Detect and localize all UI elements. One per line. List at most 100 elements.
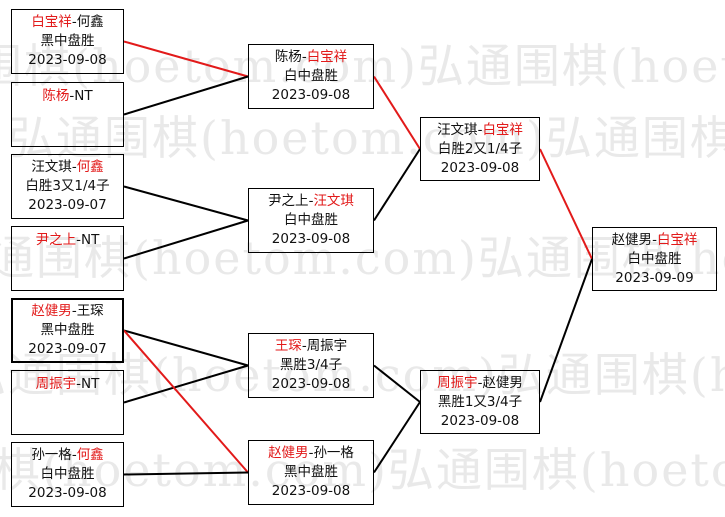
match-result: 白胜2又1/4子	[437, 140, 523, 157]
match-result: 黑中盘胜	[284, 464, 338, 480]
player-1: 孙一格	[31, 447, 72, 463]
match-players: 白宝祥-何鑫	[31, 13, 103, 32]
match-players: 周振宇-NT	[36, 371, 100, 394]
versus-dash: -	[71, 14, 77, 30]
versus-dash: -	[71, 159, 77, 175]
match-players: 赵健男-白宝祥	[612, 231, 698, 250]
versus-dash: -	[652, 231, 657, 248]
player-2: NT	[74, 88, 93, 104]
bracket-connector-r2-2	[373, 148, 421, 222]
player-2: 白宝祥	[306, 49, 348, 65]
player-1: 汪文琪	[31, 159, 72, 175]
bracket-connector-r1-6	[123, 364, 249, 404]
versus-dash: -	[76, 232, 81, 248]
match-date: 2023-09-08	[271, 483, 351, 499]
match-players: 汪文琪-何鑫	[31, 158, 103, 177]
match-players: 尹之上-NT	[36, 227, 100, 250]
match-result: 黑中盘胜	[40, 33, 95, 49]
player-2: NT	[81, 376, 100, 392]
match-players: 王琛-周振宇	[275, 337, 347, 356]
round1-match-6: 周振宇-NT	[11, 370, 124, 435]
match-result: 白中盘胜	[40, 466, 95, 482]
bracket-connector-r1-8	[123, 471, 249, 476]
match-result: 白中盘胜	[627, 250, 682, 267]
versus-dash: -	[71, 303, 77, 319]
player-1: 周振宇	[437, 374, 478, 391]
player-2: 何鑫	[76, 447, 104, 463]
versus-dash: -	[301, 49, 307, 65]
bracket-connector-r2-1	[373, 75, 421, 150]
bracket-connector-r1-2	[123, 75, 249, 116]
bracket-connector-r1-5	[123, 329, 249, 367]
versus-dash: -	[301, 338, 307, 354]
player-1: 赵健男	[611, 231, 653, 248]
match-date: 2023-09-08	[271, 87, 351, 103]
versus-dash: -	[69, 88, 75, 104]
versus-dash: -	[477, 121, 483, 138]
player-2: 王琛	[76, 303, 104, 319]
player-1: 陈杨	[274, 49, 302, 65]
match-players: 尹之上-汪文琪	[268, 192, 354, 211]
player-2: 孙一格	[313, 445, 354, 461]
bracket-connector-r3-2	[539, 258, 593, 403]
match-players: 赵健男-孙一格	[268, 444, 354, 463]
player-2: NT	[81, 232, 100, 248]
match-date: 2023-09-08	[440, 159, 520, 176]
player-1: 王琛	[274, 338, 302, 354]
player-1: 尹之上	[35, 232, 77, 248]
player-2: 汪文琪	[313, 193, 354, 209]
match-result: 黑胜1又3/4子	[437, 393, 523, 410]
match-players: 陈杨-白宝祥	[275, 48, 347, 67]
player-2: 何鑫	[76, 159, 104, 175]
player-1: 周振宇	[35, 376, 77, 392]
player-1: 陈杨	[42, 88, 70, 104]
player-1: 尹之上	[268, 193, 309, 209]
match-players: 周振宇-赵健男	[437, 374, 523, 393]
player-2: 周振宇	[306, 338, 348, 354]
bracket-connector-r2-3	[373, 364, 421, 403]
player-2: 赵健男	[482, 374, 523, 391]
versus-dash: -	[71, 447, 77, 463]
player-1: 赵健男	[268, 445, 309, 461]
versus-dash: -	[308, 193, 314, 209]
versus-dash: -	[308, 445, 314, 461]
player-1: 白宝祥	[31, 14, 72, 30]
player-1: 赵健男	[31, 303, 72, 319]
bracket-connector-r3-1	[539, 148, 593, 260]
bracket-connector-r2-4	[373, 401, 421, 474]
bracket-connector-r1-7	[123, 329, 249, 474]
player-2: 何鑫	[76, 14, 104, 30]
bracket-connector-r1-1	[123, 40, 249, 78]
match-date: 2023-09-07	[28, 341, 107, 357]
player-2: 白宝祥	[656, 231, 698, 248]
round1-match-2: 陈杨-NT	[11, 82, 124, 147]
player-1: 汪文琪	[437, 121, 478, 138]
match-date: 2023-09-08	[28, 485, 107, 501]
match-players: 陈杨-NT	[42, 83, 92, 106]
match-players: 汪文琪-白宝祥	[437, 121, 523, 140]
match-players: 赵健男-王琛	[31, 302, 103, 321]
match-date: 2023-09-08	[271, 376, 351, 392]
round1-match-4: 尹之上-NT	[11, 226, 124, 291]
match-date: 2023-09-08	[28, 52, 107, 68]
match-result: 白胜3又1/4子	[25, 178, 110, 194]
bracket-connector-r1-4	[123, 219, 249, 260]
player-2: 白宝祥	[482, 121, 523, 138]
match-date: 2023-09-07	[28, 197, 107, 213]
match-result: 黑胜3/4子	[279, 357, 343, 373]
versus-dash: -	[76, 376, 81, 392]
versus-dash: -	[477, 374, 483, 391]
match-players: 孙一格-何鑫	[31, 446, 103, 465]
match-date: 2023-09-08	[271, 231, 351, 247]
